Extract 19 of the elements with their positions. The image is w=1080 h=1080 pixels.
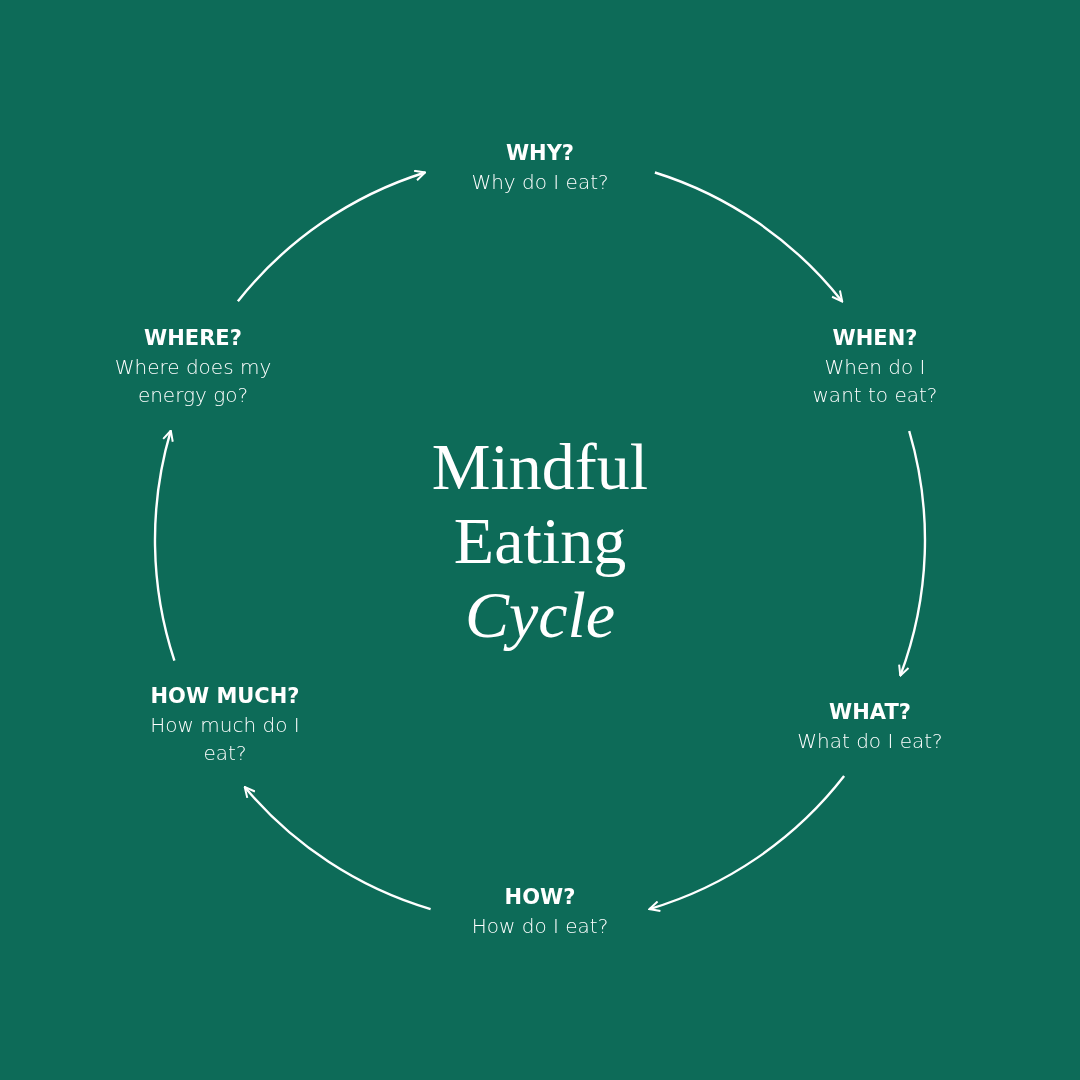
- curved-arrow: [243, 786, 431, 911]
- question-heading: HOW MUCH?: [150, 683, 300, 710]
- question-heading: HOW?: [504, 884, 576, 911]
- question-text: What do I eat?: [797, 728, 943, 755]
- question-text: When do I want to eat?: [811, 354, 939, 409]
- curved-arrow: [897, 430, 926, 677]
- question-heading: WHEN?: [832, 325, 918, 352]
- question-text: How do I eat?: [471, 913, 609, 940]
- question-heading: WHY?: [505, 140, 575, 167]
- curved-arrow: [654, 171, 844, 303]
- question-text: Where does my energy go?: [113, 354, 273, 409]
- question-text: Why do I eat?: [471, 169, 609, 196]
- title: Mindful Eating Cycle: [430, 430, 650, 652]
- question-heading: WHAT?: [829, 699, 911, 726]
- question-text: How much do I eat?: [149, 712, 301, 767]
- curved-arrow: [154, 429, 176, 661]
- question-heading: WHERE?: [144, 325, 242, 352]
- curved-arrow: [648, 775, 845, 912]
- curved-arrow: [237, 170, 427, 303]
